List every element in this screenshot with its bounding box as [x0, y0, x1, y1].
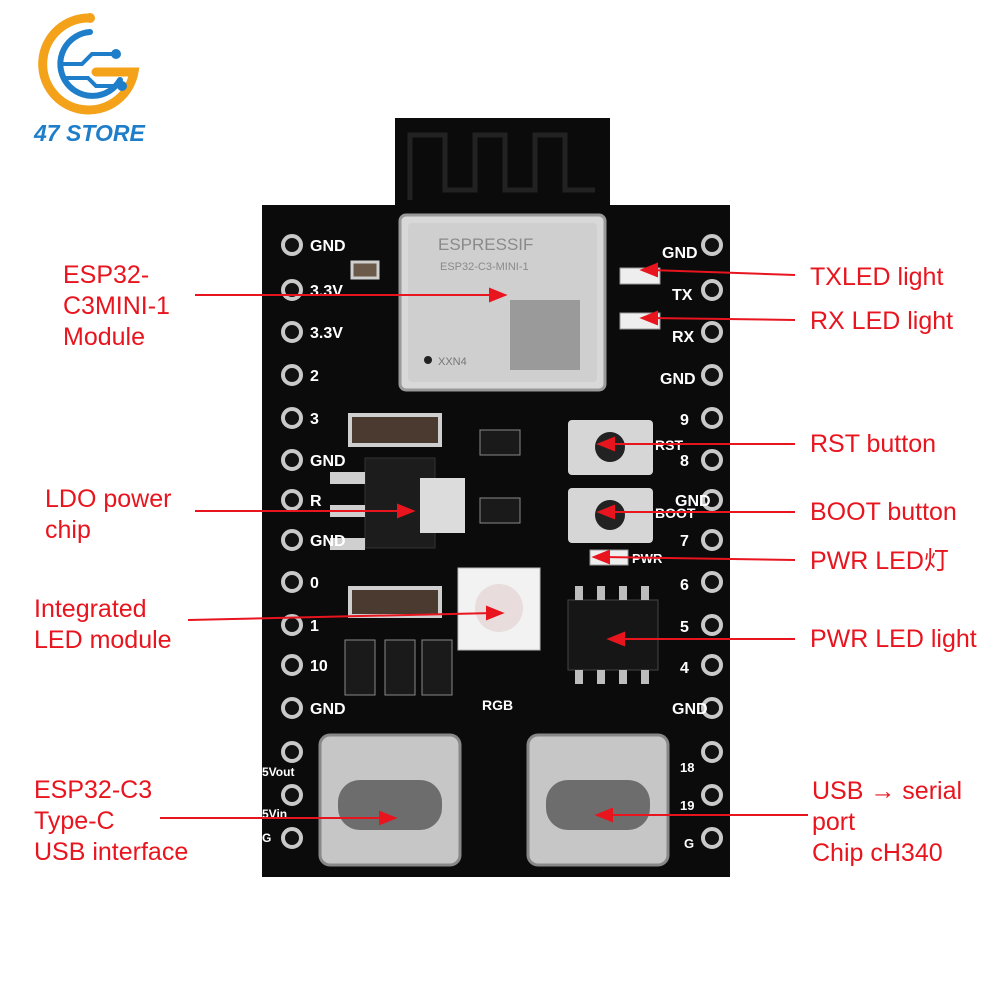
- annotation-ldo: LDO power chip: [45, 484, 171, 546]
- left-pin-label: GND: [310, 238, 346, 255]
- left-pin-label: 0: [310, 575, 319, 592]
- annotation-line: Integrated: [34, 595, 147, 623]
- left-pin-label: GND: [310, 453, 346, 470]
- module-model: ESP32-C3-MINI-1: [440, 261, 529, 273]
- left-pin-label: GND: [310, 701, 346, 718]
- right-pin-label: 5: [680, 619, 689, 636]
- annotation-line: Module: [63, 323, 145, 351]
- annotation-txled: TXLED light: [810, 262, 943, 293]
- annotation-pwr-led-2: PWR LED light: [810, 624, 977, 655]
- module-code: XXN4: [438, 356, 467, 368]
- right-pin-label: G: [684, 836, 694, 851]
- left-pin-label: 3.3V: [310, 325, 343, 342]
- annotation-line: BOOT button: [810, 498, 957, 526]
- right-pin-label: 6: [680, 577, 689, 594]
- right-pin-label: 7: [680, 533, 689, 550]
- annotation-line: Type-C: [34, 807, 115, 835]
- left-pin-label: 3: [310, 411, 319, 428]
- annotation-line: LDO power: [45, 485, 172, 513]
- module-brand: ESPRESSIF: [438, 235, 533, 254]
- left-pin-label: G: [262, 831, 271, 845]
- annotation-line: chip: [45, 516, 91, 544]
- annotation-boot: BOOT button: [810, 497, 957, 528]
- left-pin-label: 10: [310, 658, 328, 675]
- right-pin-label: TX: [672, 287, 693, 304]
- annotation-line: PWR LED灯: [810, 547, 949, 575]
- annotation-line: RX LED light: [810, 307, 954, 335]
- left-pin-label: 2: [310, 368, 319, 385]
- right-pin-label: 9: [680, 412, 689, 429]
- left-pin-label: 5Vout: [262, 765, 294, 779]
- annotation-esp32-module: ESP32- C3MINI-1 Module: [63, 260, 170, 353]
- annotation-typec: ESP32-C3 Type-C USB interface: [34, 775, 188, 868]
- right-pin-header: [701, 234, 723, 849]
- right-pin-labels: GND TX RX GND 9 8 GND 7 6 5 4 GND 18 19 …: [660, 245, 711, 851]
- annotation-line: TXLED light: [810, 263, 944, 291]
- right-pin-label: GND: [675, 493, 711, 510]
- left-pin-header: [281, 234, 303, 849]
- annotation-pwr-led: PWR LED灯: [810, 546, 949, 577]
- annotation-line: port: [812, 808, 856, 836]
- annotation-led-module: Integrated LED module: [34, 594, 172, 656]
- left-pin-label: GND: [310, 533, 346, 550]
- annotation-line: RST button: [810, 430, 937, 458]
- annotation-rst: RST button: [810, 429, 936, 460]
- annotation-line: PWR LED light: [810, 625, 977, 653]
- annotation-line: Chip cH340: [812, 839, 943, 867]
- rgb-silk: RGB: [482, 697, 513, 713]
- store-name: 47 STORE: [34, 120, 145, 146]
- antenna-trace: [407, 132, 595, 200]
- left-pin-label: 1: [310, 618, 319, 635]
- ch340-chip: [567, 599, 659, 671]
- right-pin-label: 4: [680, 660, 689, 677]
- right-pin-label: 18: [680, 760, 694, 775]
- right-pin-label: GND: [672, 701, 708, 718]
- annotation-line: USB interface: [34, 838, 189, 866]
- right-pin-label: GND: [660, 371, 696, 388]
- right-pin-label: GND: [662, 245, 698, 262]
- annotation-rxled: RX LED light: [810, 306, 953, 337]
- left-pin-label: 3.3V: [310, 283, 343, 300]
- annotation-line: C3MINI-1: [63, 292, 170, 320]
- annotation-arrows: [160, 262, 808, 826]
- annotation-line: ESP32-: [63, 261, 150, 289]
- circuit-g-logo-icon: [38, 13, 140, 115]
- right-pin-label: 19: [680, 798, 694, 813]
- module-qr-code: [510, 300, 580, 370]
- right-pin-label: RX: [672, 329, 695, 346]
- left-pin-label: R: [310, 493, 322, 510]
- annotation-usb-serial: USB → serial port Chip cH340: [812, 776, 962, 869]
- annotation-line: ESP32-C3: [34, 776, 153, 804]
- annotation-line: LED module: [34, 626, 172, 654]
- annotation-line: USB → serial: [812, 777, 963, 805]
- right-pin-label: 8: [680, 453, 689, 470]
